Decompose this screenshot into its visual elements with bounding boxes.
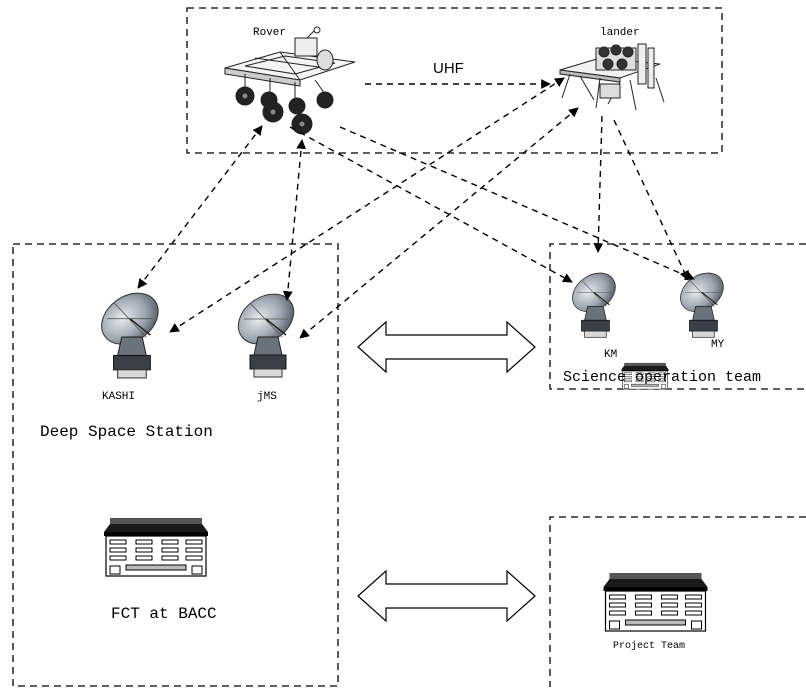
lander-icon (559, 43, 665, 111)
link-lander-km (593, 115, 604, 253)
link-rover-kashi (137, 125, 263, 289)
lander-label: lander (600, 27, 640, 39)
double-arrow-icon-project (357, 569, 536, 623)
satellite-dish-icon-km (566, 268, 624, 338)
link-rover-km (289, 126, 573, 283)
building-icon-bacc (103, 517, 209, 577)
link-rover-my (339, 126, 695, 281)
building-icon-project (602, 572, 709, 632)
project-team-label: Project Team (613, 641, 686, 652)
km-label: KM (604, 349, 618, 361)
project-team-box (549, 516, 806, 687)
satellite-dish-icon-jms (230, 288, 304, 378)
satellite-dish-icon-my (674, 268, 732, 338)
link-lander-jms (299, 107, 579, 339)
rover-label: Rover (253, 27, 287, 39)
uhf-label: UHF (433, 60, 464, 77)
science-operation-team-label: Science operation team (563, 369, 762, 386)
jms-label: jMS (257, 391, 277, 403)
rover-icon (224, 26, 356, 135)
double-arrow-icon-science (357, 320, 536, 374)
satellite-dish-icon-kashi (93, 288, 169, 379)
my-label: MY (711, 339, 725, 351)
link-lander-my (613, 119, 689, 281)
link-rover-jms (282, 139, 307, 301)
link-lander-kashi (169, 77, 565, 333)
fct-at-bacc-label: FCT at BACC (111, 605, 217, 623)
deep-space-station-label: Deep Space Station (40, 423, 213, 441)
kashi-label: KASHI (102, 391, 136, 403)
